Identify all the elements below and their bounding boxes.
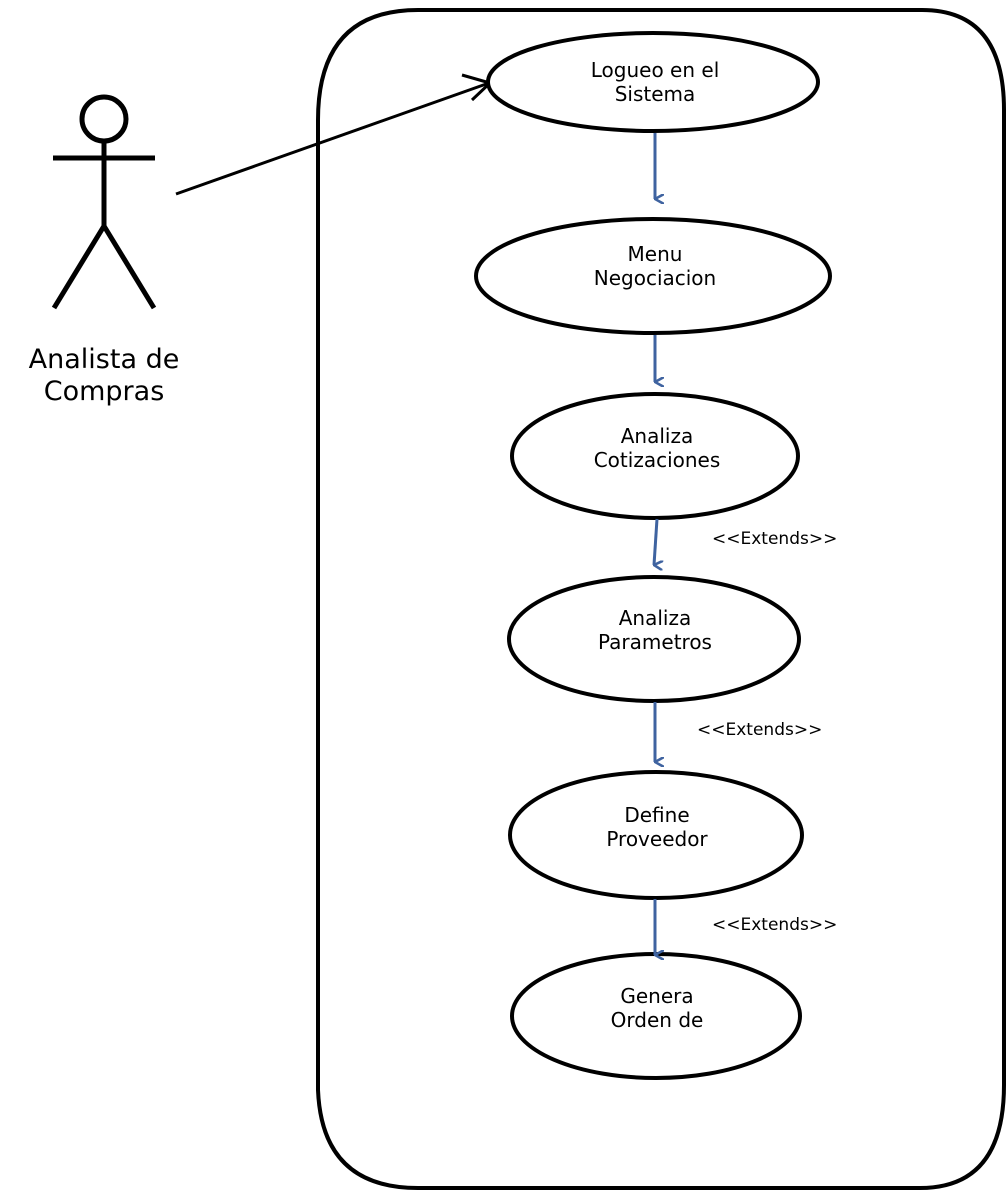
use-case-proveedor-ellipse — [508, 770, 804, 900]
extends-label-2: <<Extends>> — [697, 720, 823, 740]
use-case-menu-line1: Menu — [627, 242, 683, 266]
actor-label: Analista de Compras — [0, 344, 214, 409]
use-case-menu-line2: Negociacion — [593, 266, 717, 291]
use-case-logueo-ellipse — [486, 31, 820, 133]
use-case-cotizaciones-ellipse — [510, 392, 800, 520]
use-case-logueo-line1: Logueo en el — [590, 58, 720, 82]
use-case-logueo: Logueo en el Sistema — [515, 58, 795, 106]
use-case-logueo-line2: Sistema — [614, 82, 696, 106]
use-case-proveedor-line1: Define — [624, 803, 690, 827]
actor-head — [79, 94, 129, 144]
use-case-parametros-line1: Analiza — [618, 606, 692, 630]
use-case-menu-ellipse — [474, 217, 832, 335]
actor-right-leg — [101, 224, 157, 310]
actor-name-line1: Analista de — [28, 344, 180, 375]
use-case-parametros-ellipse — [507, 575, 801, 703]
use-case-menu: Menu Negociacion — [515, 242, 795, 291]
system-boundary — [316, 8, 1006, 1190]
use-case-cotizaciones-line1: Analiza — [620, 424, 694, 448]
use-case-orden-line2: Orden de — [610, 1008, 704, 1033]
association-line — [175, 81, 490, 196]
use-case-cotizaciones-line2: Cotizaciones — [593, 448, 721, 473]
actor-figure — [51, 94, 157, 310]
use-case-proveedor-line2: Proveedor — [606, 827, 708, 852]
actor-left-leg — [51, 224, 107, 310]
use-case-parametros-line2: Parametros — [598, 630, 712, 655]
use-case-cotizaciones: Analiza Cotizaciones — [517, 424, 797, 473]
actor-name-line2: Compras — [43, 376, 165, 408]
extends-label-1: <<Extends>> — [712, 529, 838, 549]
use-case-orden: Genera Orden de — [517, 984, 797, 1033]
extends-label-3: <<Extends>> — [712, 915, 838, 935]
flow-arrow-3 — [652, 518, 657, 565]
use-case-parametros: Analiza Parametros — [515, 606, 795, 655]
use-case-proveedor: Define Proveedor — [517, 803, 797, 852]
use-case-orden-line1: Genera — [620, 984, 694, 1008]
